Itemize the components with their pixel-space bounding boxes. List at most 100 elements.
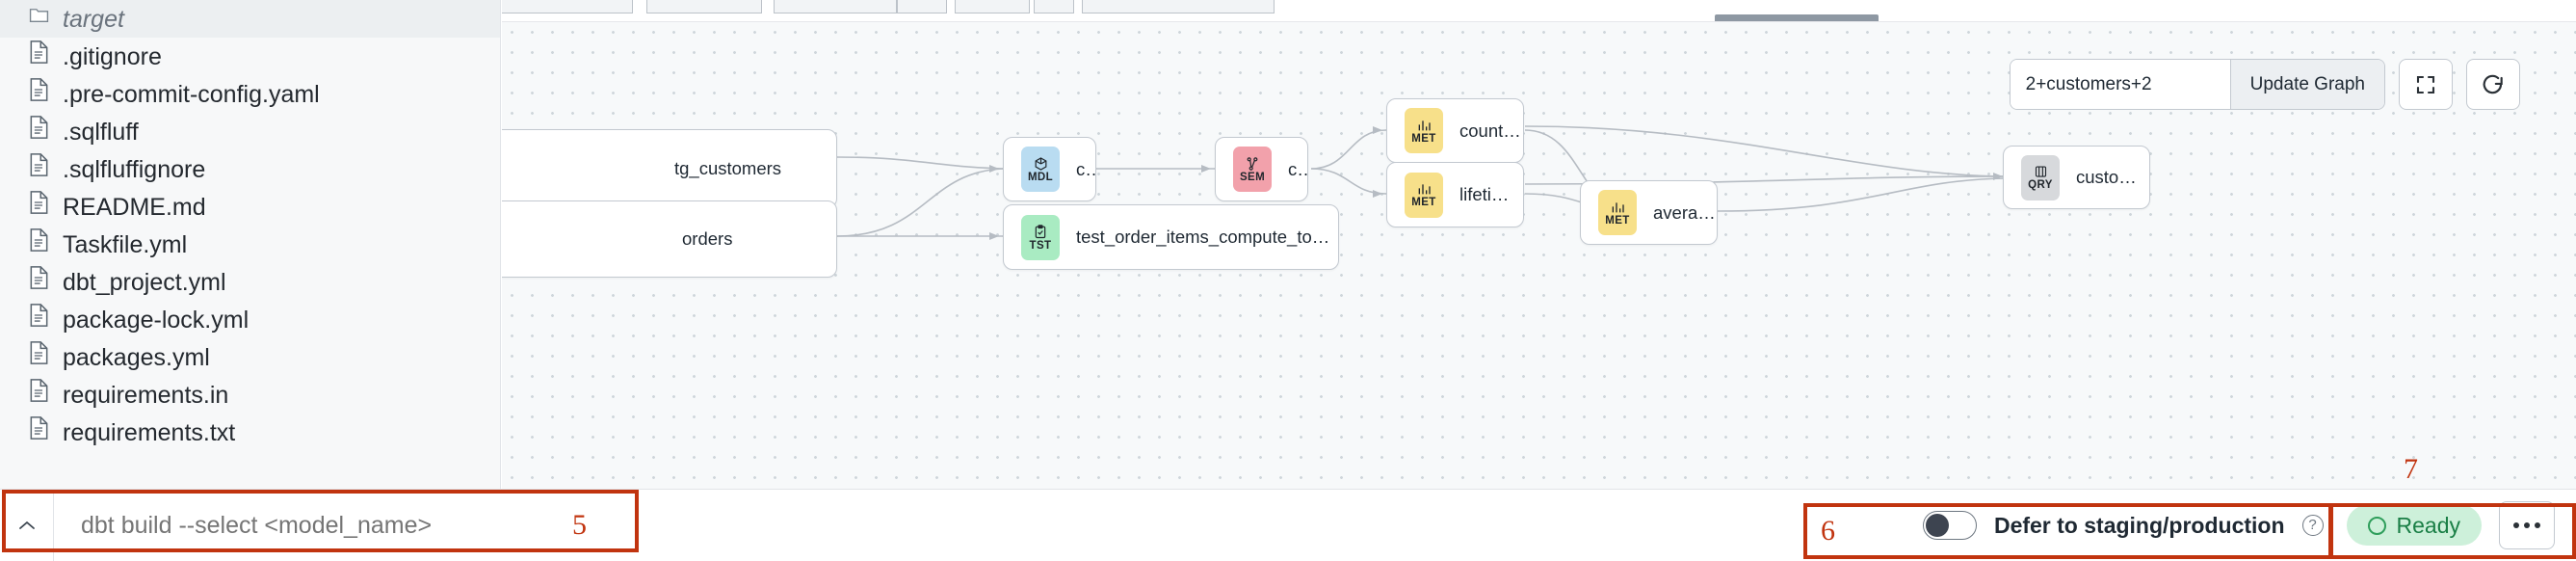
file-icon <box>29 153 49 185</box>
file-list-item[interactable]: .sqlfluffignore <box>0 150 500 188</box>
defer-toggle-group[interactable]: Defer to staging/production ? <box>1922 511 2347 540</box>
chevron-up-icon[interactable] <box>0 490 54 561</box>
graph-node-label: tg_customers <box>674 158 782 178</box>
graph-node-count-lifetime-orders[interactable]: MET count_lifetime_orders <box>1386 98 1524 163</box>
file-list-item[interactable]: Taskfile.yml <box>0 226 500 263</box>
status-ring-icon <box>2367 516 2386 535</box>
file-name: .sqlfluffignore <box>63 156 206 183</box>
tab-stub[interactable] <box>955 0 1030 13</box>
graph-node-label: customers <box>1288 158 1307 179</box>
tab-stub[interactable] <box>646 0 762 13</box>
tab-stub[interactable] <box>774 0 897 13</box>
graph-node-test-order-items[interactable]: TST test_order_items_compute_to_bools… <box>1003 204 1339 270</box>
active-tab-indicator <box>1715 14 1879 21</box>
graph-node-label: test_order_items_compute_to_bools… <box>1076 227 1338 247</box>
graph-node-average-order-value[interactable]: MET average_order_value <box>1580 180 1718 245</box>
tab-stub[interactable] <box>1082 0 1275 13</box>
file-list-item[interactable]: .gitignore <box>0 38 500 75</box>
file-list-item[interactable]: target <box>0 0 500 38</box>
graph-toolbar: Update Graph <box>2009 59 2520 110</box>
status-label: Ready <box>2396 512 2460 538</box>
file-name: requirements.txt <box>63 419 236 446</box>
badge-kind-label: MET <box>1605 214 1630 227</box>
status-badge[interactable]: Ready <box>2346 505 2482 546</box>
file-list-item[interactable]: dbt_project.yml <box>0 263 500 301</box>
dot <box>2524 522 2530 528</box>
qry-badge-icon: QRY <box>2021 154 2060 200</box>
file-list-item[interactable]: README.md <box>0 188 500 226</box>
tab-stub[interactable] <box>1034 0 1074 13</box>
status-bar-right: Defer to staging/production ? Ready <box>1922 490 2576 561</box>
graph-node-label: customers <box>1076 158 1095 179</box>
tab-stub[interactable] <box>502 0 633 13</box>
met-badge-icon: MET <box>1598 190 1637 235</box>
dot <box>2513 522 2519 528</box>
graph-node-customers-semantic[interactable]: SEM customers <box>1215 137 1308 201</box>
file-icon <box>29 379 49 411</box>
file-name: Taskfile.yml <box>63 231 188 258</box>
editor-tabstrip <box>502 0 2576 22</box>
lineage-selector-group: Update Graph <box>2009 59 2385 110</box>
badge-kind-label: SEM <box>1239 171 1266 183</box>
sem-badge-icon: SEM <box>1233 147 1272 192</box>
badge-kind-label: MET <box>1411 132 1436 145</box>
file-icon <box>29 416 49 448</box>
graph-node-customer-order-metrics[interactable]: QRY customer_order_metrics <box>2003 146 2150 209</box>
file-list-item[interactable]: .sqlfluff <box>0 113 500 150</box>
file-list-item[interactable]: requirements.in <box>0 376 500 414</box>
dot <box>2535 522 2540 528</box>
defer-toggle-switch[interactable] <box>1922 511 1977 540</box>
met-badge-icon: MET <box>1405 108 1443 153</box>
badge-kind-label: QRY <box>2028 179 2053 191</box>
file-icon <box>29 78 49 110</box>
dbt-command-input[interactable] <box>54 490 593 561</box>
lineage-graph-panel: tg_customers orders MDL customers <box>502 0 2576 489</box>
file-list-item[interactable]: package-lock.yml <box>0 301 500 338</box>
file-icon <box>29 40 49 72</box>
toggle-knob <box>1925 514 1949 537</box>
file-name: .gitignore <box>63 43 162 70</box>
graph-node-label: lifetime_spend_pretax <box>1459 184 1523 204</box>
file-name: target <box>63 6 124 33</box>
status-bar: Defer to staging/production ? Ready <box>0 489 2576 561</box>
lineage-selector-input[interactable] <box>2010 60 2230 109</box>
graph-node-label: orders <box>682 228 733 249</box>
file-icon <box>29 266 49 298</box>
badge-kind-label: TST <box>1029 239 1052 252</box>
file-list-item[interactable]: .pre-commit-config.yaml <box>0 75 500 113</box>
file-name: packages.yml <box>63 344 210 371</box>
refresh-icon[interactable] <box>2466 59 2520 110</box>
file-icon <box>29 341 49 373</box>
file-icon <box>29 228 49 260</box>
file-icon <box>29 191 49 223</box>
mdl-badge-icon: MDL <box>1021 147 1060 192</box>
graph-node-customers-model[interactable]: MDL customers <box>1003 137 1096 201</box>
file-list-item[interactable]: requirements.txt <box>0 414 500 451</box>
graph-node-label: average_order_value <box>1653 201 1717 223</box>
ellipsis-icon[interactable] <box>2499 501 2555 549</box>
file-name: requirements.in <box>63 382 229 409</box>
question-mark-icon[interactable]: ? <box>2301 515 2324 536</box>
file-name: dbt_project.yml <box>63 269 226 296</box>
graph-node-stg-orders[interactable]: orders <box>502 200 837 278</box>
tst-badge-icon: TST <box>1021 214 1060 260</box>
file-name: .pre-commit-config.yaml <box>63 81 320 108</box>
graph-node-stg-customers[interactable]: tg_customers <box>502 129 837 208</box>
file-name: .sqlfluff <box>63 119 139 146</box>
file-name: package-lock.yml <box>63 307 250 334</box>
badge-kind-label: MDL <box>1027 171 1054 183</box>
graph-node-label: customer_order_metrics <box>2076 167 2149 187</box>
tab-stub[interactable] <box>897 0 947 13</box>
update-graph-button[interactable]: Update Graph <box>2229 60 2384 109</box>
graph-canvas[interactable]: tg_customers orders MDL customers <box>502 22 2576 489</box>
file-list: target .gitignore .pre-commit-config.yam… <box>0 0 500 451</box>
graph-node-lifetime-spend-pretax[interactable]: MET lifetime_spend_pretax <box>1386 162 1524 227</box>
expand-icon[interactable] <box>2399 59 2453 110</box>
graph-edges <box>502 125 2006 240</box>
file-list-item[interactable]: packages.yml <box>0 338 500 376</box>
file-icon <box>29 116 49 147</box>
file-name: README.md <box>63 194 206 221</box>
folder-icon <box>29 3 49 35</box>
file-icon <box>29 304 49 335</box>
